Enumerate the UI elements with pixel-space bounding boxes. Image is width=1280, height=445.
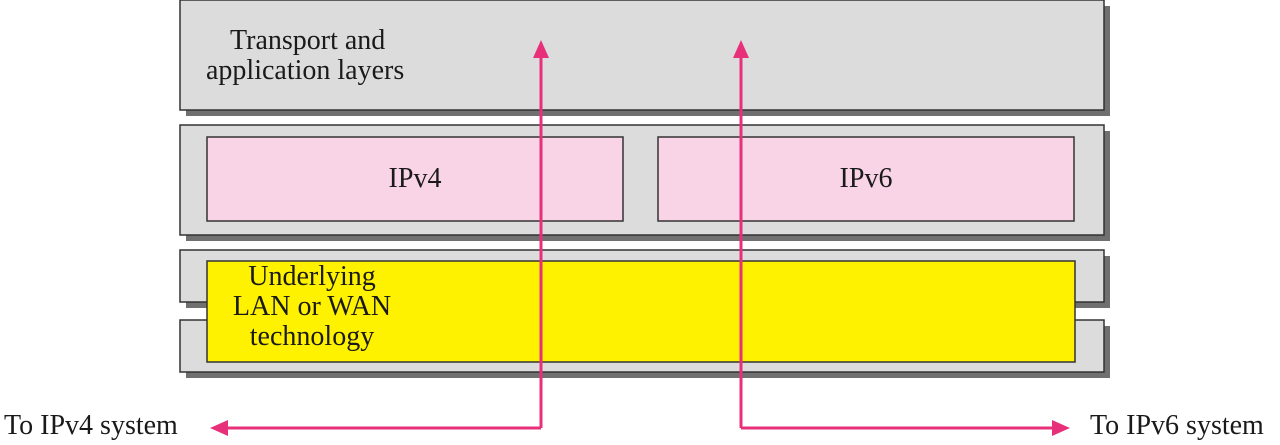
underlying-label-line-3: technology bbox=[249, 321, 375, 352]
transport-label-line-2: application layers bbox=[206, 55, 405, 86]
ipv6-label: IPv6 bbox=[839, 163, 893, 194]
underlying-technology-box bbox=[206, 260, 1076, 363]
underlying-label-line-2: LAN or WAN bbox=[232, 291, 392, 322]
ipv4-box bbox=[206, 136, 624, 222]
network-layer bbox=[179, 124, 1110, 241]
ipv6-box bbox=[657, 136, 1075, 222]
transport-layer-label: Transport and application layers bbox=[206, 25, 404, 86]
to-ipv4-system-label: To IPv4 system bbox=[4, 410, 178, 441]
transport-application-layer bbox=[179, 0, 1110, 116]
underlying-label-line-1: Underlying bbox=[248, 261, 376, 292]
underlying-layers bbox=[179, 249, 1110, 378]
ipv4-label: IPv4 bbox=[388, 163, 442, 194]
ipv6-path-arrow bbox=[733, 40, 1070, 436]
underlying-technology-label: Underlying LAN or WAN technology bbox=[217, 262, 407, 352]
to-ipv6-system-label: To IPv6 system bbox=[1090, 410, 1264, 441]
ipv4-path-arrow bbox=[210, 40, 549, 436]
transport-label-line-1: Transport and bbox=[230, 25, 386, 56]
